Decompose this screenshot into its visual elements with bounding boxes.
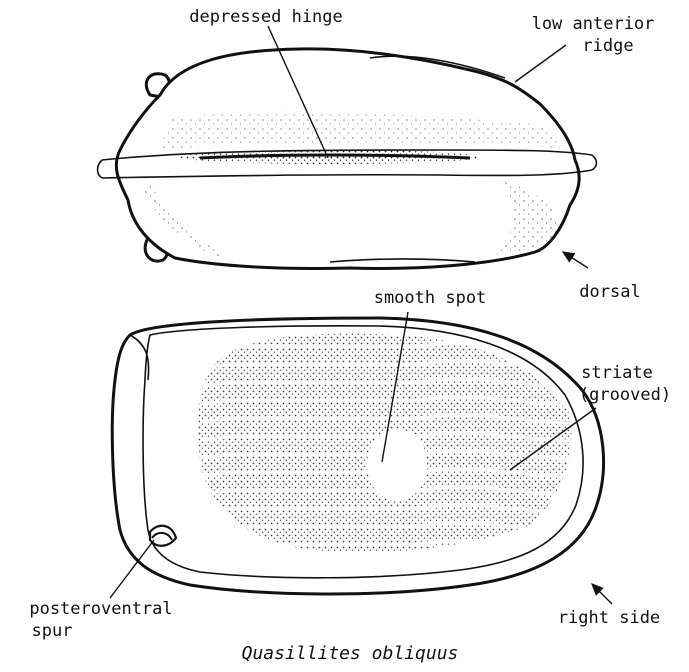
label-striate-1: striate	[581, 363, 653, 383]
hinge-band-right-cap	[592, 155, 597, 170]
label-smooth-spot: smooth spot	[374, 288, 487, 308]
label-low-anterior-ridge-1: low anterior	[532, 14, 655, 34]
label-posteroventral-spur-2: spur	[32, 621, 73, 641]
arrow-dorsal	[563, 252, 588, 268]
arrow-right-side	[592, 584, 612, 604]
dorsal-view	[98, 49, 597, 269]
label-depressed-hinge: depressed hinge	[189, 7, 343, 27]
leader-low-anterior-ridge	[515, 45, 566, 82]
label-right-side: right side	[558, 608, 660, 628]
figure-caption: Quasillites obliquus	[242, 643, 459, 664]
smooth-spot	[367, 429, 427, 501]
label-posteroventral-spur-1: posteroventral	[29, 599, 172, 619]
hinge-band-left-cap	[98, 160, 103, 178]
label-low-anterior-ridge-2: ridge	[582, 36, 633, 56]
label-dorsal: dorsal	[579, 282, 640, 302]
label-striate-2: (grooved)	[579, 385, 671, 405]
